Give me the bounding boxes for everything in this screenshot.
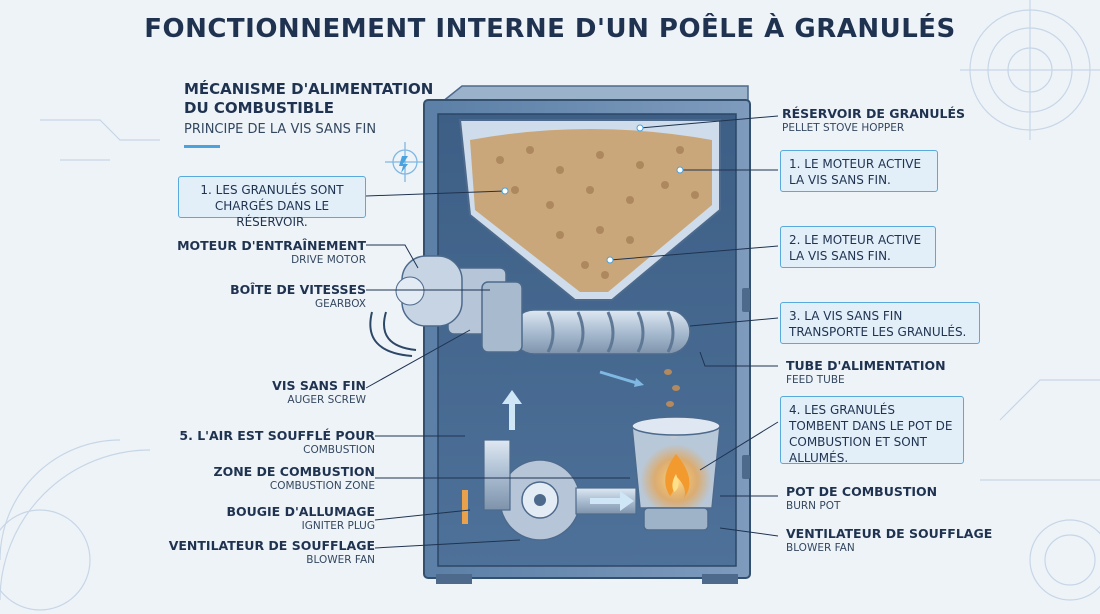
step4-callout: 4. LES GRANULÉS TOMBENT DANS LE POT DE C… <box>780 396 964 464</box>
label-hopper: RÉSERVOIR DE GRANULÉS PELLET STOVE HOPPE… <box>782 106 1002 134</box>
label-air-blown-en: COMBUSTION <box>150 444 375 456</box>
label-air-blown: 5. L'AIR EST SOUFFLÉ POUR COMBUSTION <box>150 428 375 456</box>
label-burn-pot: POT DE COMBUSTION BURN POT <box>786 484 1006 512</box>
label-drive-motor-fr: MOTEUR D'ENTRAÎNEMENT <box>166 238 366 253</box>
label-burn-pot-en: BURN POT <box>786 500 1006 512</box>
label-igniter-plug-fr: BOUGIE D'ALLUMAGE <box>150 504 375 519</box>
step1-left-callout: 1. LES GRANULÉS SONT CHARGÉS DANS LE RÉS… <box>178 176 366 218</box>
label-drive-motor: MOTEUR D'ENTRAÎNEMENT DRIVE MOTOR <box>166 238 366 266</box>
label-igniter-plug-en: IGNITER PLUG <box>150 520 375 532</box>
label-blower-fan-right-en: BLOWER FAN <box>786 542 1006 554</box>
label-blower-fan-left-en: BLOWER FAN <box>150 554 375 566</box>
label-feed-tube: TUBE D'ALIMENTATION FEED TUBE <box>786 358 1006 386</box>
label-gearbox-fr: BOÎTE DE VITESSES <box>166 282 366 297</box>
label-hopper-en: PELLET STOVE HOPPER <box>782 122 1002 134</box>
label-auger-screw-en: AUGER SCREW <box>166 394 366 406</box>
label-burn-pot-fr: POT DE COMBUSTION <box>786 484 1006 499</box>
label-feed-tube-fr: TUBE D'ALIMENTATION <box>786 358 1006 373</box>
step5-text: 5. L'AIR EST SOUFFLÉ POUR <box>150 428 375 443</box>
label-combustion-zone-en: COMBUSTION ZONE <box>150 480 375 492</box>
label-auger-screw: VIS SANS FIN AUGER SCREW <box>166 378 366 406</box>
label-gearbox: BOÎTE DE VITESSES GEARBOX <box>166 282 366 310</box>
label-blower-fan-right-fr: VENTILATEUR DE SOUFFLAGE <box>786 526 1006 541</box>
label-auger-screw-fr: VIS SANS FIN <box>166 378 366 393</box>
step1-right-callout: 1. LE MOTEUR ACTIVE LA VIS SANS FIN. <box>780 150 938 192</box>
label-blower-fan-right: VENTILATEUR DE SOUFFLAGE BLOWER FAN <box>786 526 1006 554</box>
label-igniter-plug: BOUGIE D'ALLUMAGE IGNITER PLUG <box>150 504 375 532</box>
label-feed-tube-en: FEED TUBE <box>786 374 1006 386</box>
label-combustion-zone: ZONE DE COMBUSTION COMBUSTION ZONE <box>150 464 375 492</box>
label-blower-fan-left-fr: VENTILATEUR DE SOUFFLAGE <box>150 538 375 553</box>
label-drive-motor-en: DRIVE MOTOR <box>166 254 366 266</box>
step3-callout: 3. LA VIS SANS FIN TRANSPORTE LES GRANUL… <box>780 302 980 344</box>
label-blower-fan-left: VENTILATEUR DE SOUFFLAGE BLOWER FAN <box>150 538 375 566</box>
step2-callout: 2. LE MOTEUR ACTIVE LA VIS SANS FIN. <box>780 226 936 268</box>
label-hopper-fr: RÉSERVOIR DE GRANULÉS <box>782 106 1002 121</box>
label-gearbox-en: GEARBOX <box>166 298 366 310</box>
label-combustion-zone-fr: ZONE DE COMBUSTION <box>150 464 375 479</box>
